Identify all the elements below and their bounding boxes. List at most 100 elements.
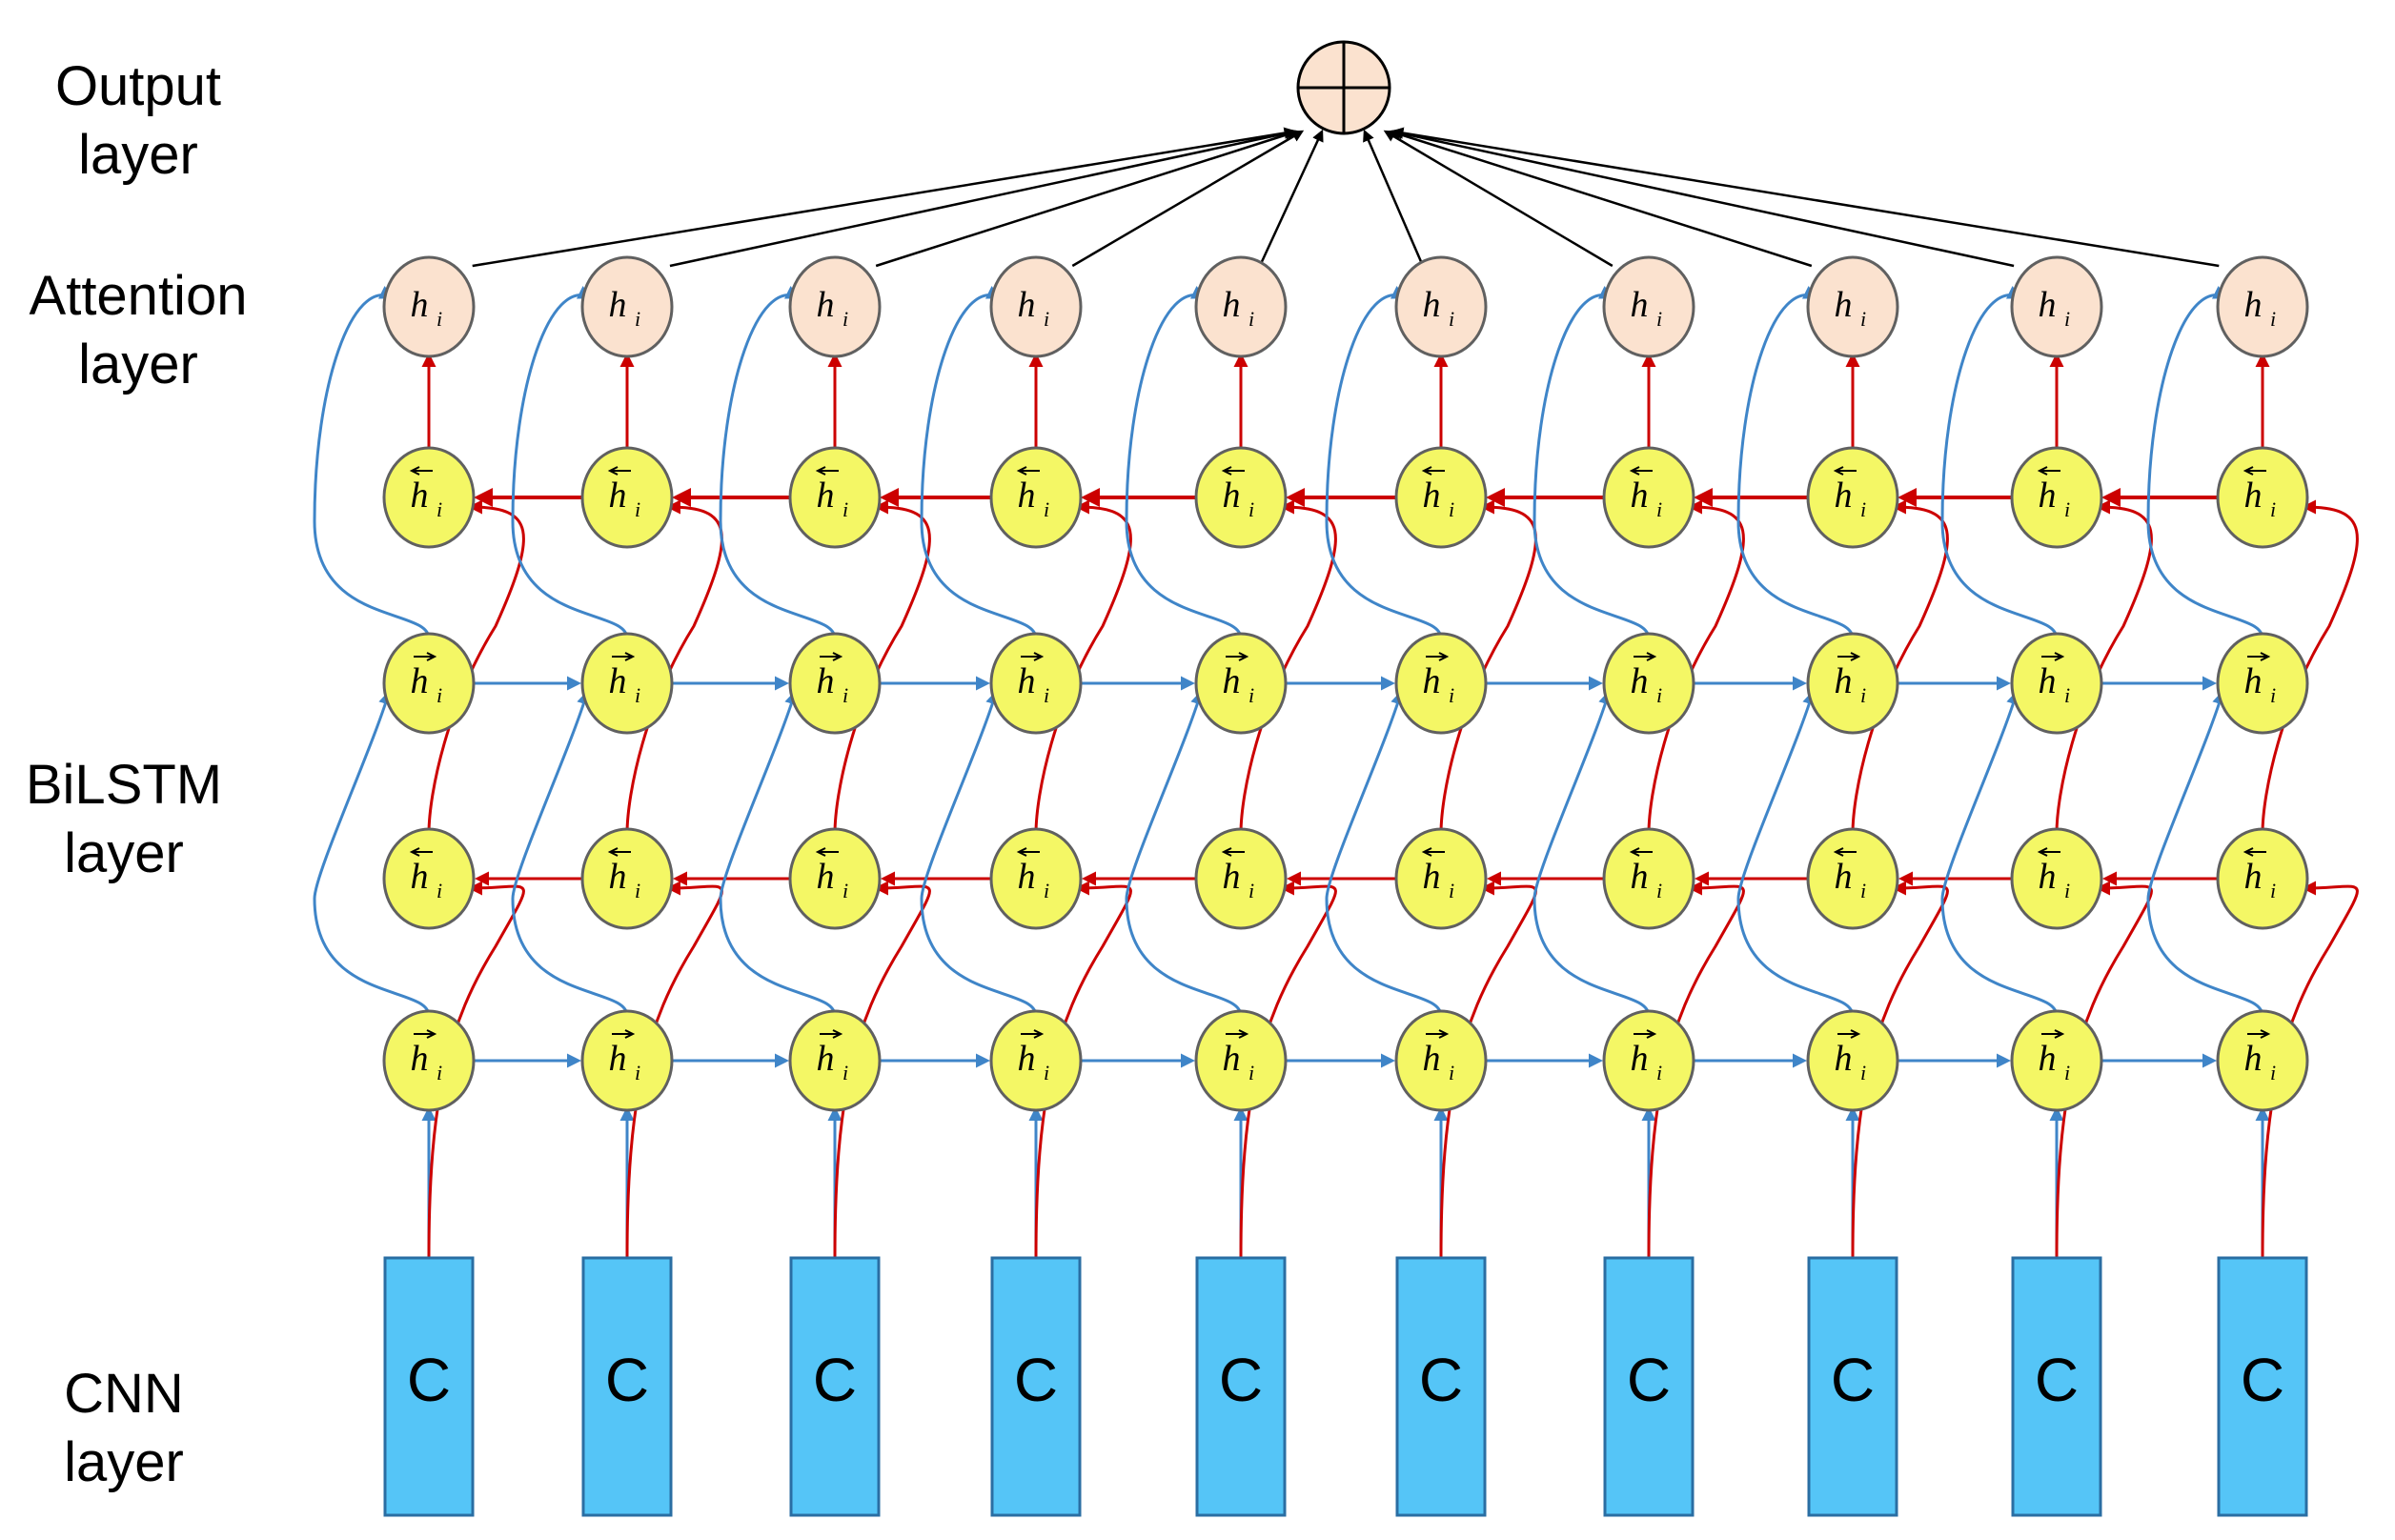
attention-to-output-arrow bbox=[1071, 130, 1305, 268]
cnn-block: C bbox=[2011, 1256, 2102, 1517]
cnn-block-label: C bbox=[605, 1346, 649, 1414]
backward-arrow-icon bbox=[2037, 847, 2060, 857]
attention-node-shape bbox=[1394, 255, 1488, 358]
forward-skip-arrow bbox=[511, 690, 629, 1017]
h-label: h bbox=[1018, 661, 1036, 701]
h-subscript: i bbox=[436, 683, 442, 707]
h-label: h bbox=[1018, 857, 1036, 897]
backward-skip-arrow bbox=[625, 499, 723, 835]
h-label: h bbox=[817, 476, 835, 516]
backward-skip-arrow bbox=[2055, 499, 2153, 835]
forward-arrow-icon bbox=[612, 652, 636, 661]
attention-node-shape bbox=[580, 255, 674, 358]
attention-to-output-arrow bbox=[1391, 127, 2220, 268]
h-label: h bbox=[817, 857, 835, 897]
forward-arrow-icon bbox=[1426, 1029, 1450, 1039]
cnn-block: C bbox=[1395, 1256, 1487, 1517]
h-label: h bbox=[609, 661, 627, 701]
h-label: h bbox=[2244, 661, 2263, 701]
h-subscript: i bbox=[635, 1061, 640, 1084]
forward-skip-arrow bbox=[719, 286, 837, 639]
h-subscript: i bbox=[1860, 683, 1866, 707]
attention-node-shape bbox=[1194, 255, 1288, 358]
attention-node-shape bbox=[1806, 255, 1899, 358]
h-subscript: i bbox=[1044, 497, 1049, 521]
forward-lstm-node-shape bbox=[580, 632, 674, 735]
backward-lstm-node-shape bbox=[1194, 827, 1288, 930]
forward-skip-arrow bbox=[1325, 286, 1443, 639]
cnn-block-shape bbox=[2217, 1256, 2308, 1517]
forward-skip-arrow bbox=[1940, 690, 2059, 1017]
backward-arrow-icon bbox=[1421, 847, 1445, 857]
h-subscript: i bbox=[2270, 497, 2276, 521]
attention-node-shape bbox=[989, 255, 1083, 358]
h-label: h bbox=[2039, 476, 2057, 516]
backward-lstm-node-shape bbox=[2010, 446, 2103, 549]
h-subscript: i bbox=[1449, 307, 1454, 331]
backward-skip-arrow bbox=[1851, 499, 1949, 835]
h-label: h bbox=[2244, 1039, 2263, 1079]
attention-layer-label-line2: layer bbox=[78, 334, 198, 395]
backward-lstm-node-shape bbox=[2216, 827, 2309, 930]
h-label: h bbox=[1631, 285, 1649, 325]
cnn-block-label: C bbox=[1831, 1346, 1875, 1414]
forward-lstm-node-shape bbox=[788, 632, 882, 735]
h-label: h bbox=[2039, 661, 2057, 701]
backward-lstm-node-shape bbox=[580, 446, 674, 549]
h-label: h bbox=[2244, 857, 2263, 897]
h-subscript: i bbox=[1449, 497, 1454, 521]
forward-arrow-icon bbox=[612, 1029, 636, 1039]
cnn-block-label: C bbox=[2035, 1346, 2079, 1414]
backward-lstm-node-shape bbox=[1394, 827, 1488, 930]
h-subscript: i bbox=[842, 879, 848, 902]
forward-skip-arrow bbox=[313, 690, 431, 1017]
attention-node-shape bbox=[2216, 255, 2309, 358]
backward-arrow-icon bbox=[1221, 466, 1245, 476]
cnn-block-shape bbox=[789, 1256, 881, 1517]
attention-node-shape bbox=[382, 255, 476, 358]
h-subscript: i bbox=[1044, 683, 1049, 707]
cnn-block: C bbox=[383, 1256, 475, 1517]
forward-arrow-icon bbox=[2247, 652, 2271, 661]
backward-arrow-icon bbox=[607, 847, 631, 857]
h-label: h bbox=[2244, 476, 2263, 516]
forward-lstm-node-shape bbox=[2010, 1009, 2103, 1112]
h-subscript: i bbox=[1044, 1061, 1049, 1084]
forward-skip-arrow bbox=[511, 286, 629, 639]
backward-skip-arrow bbox=[1439, 499, 1537, 835]
h-label: h bbox=[2244, 285, 2263, 325]
h-subscript: i bbox=[2064, 1061, 2070, 1084]
h-subscript: i bbox=[842, 683, 848, 707]
forward-lstm-node-shape bbox=[2216, 1009, 2309, 1112]
cnn-block: C bbox=[1195, 1256, 1287, 1517]
h-label: h bbox=[2039, 857, 2057, 897]
attention-to-output-arrow bbox=[1390, 128, 2015, 268]
h-subscript: i bbox=[1656, 497, 1662, 521]
h-subscript: i bbox=[1248, 307, 1254, 331]
forward-skip-arrow bbox=[2146, 286, 2264, 639]
forward-lstm-node-shape bbox=[989, 632, 1083, 735]
cnn-block: C bbox=[1603, 1256, 1695, 1517]
h-label: h bbox=[1423, 661, 1441, 701]
h-label: h bbox=[1835, 1039, 1853, 1079]
backward-lstm-node-shape bbox=[382, 446, 476, 549]
